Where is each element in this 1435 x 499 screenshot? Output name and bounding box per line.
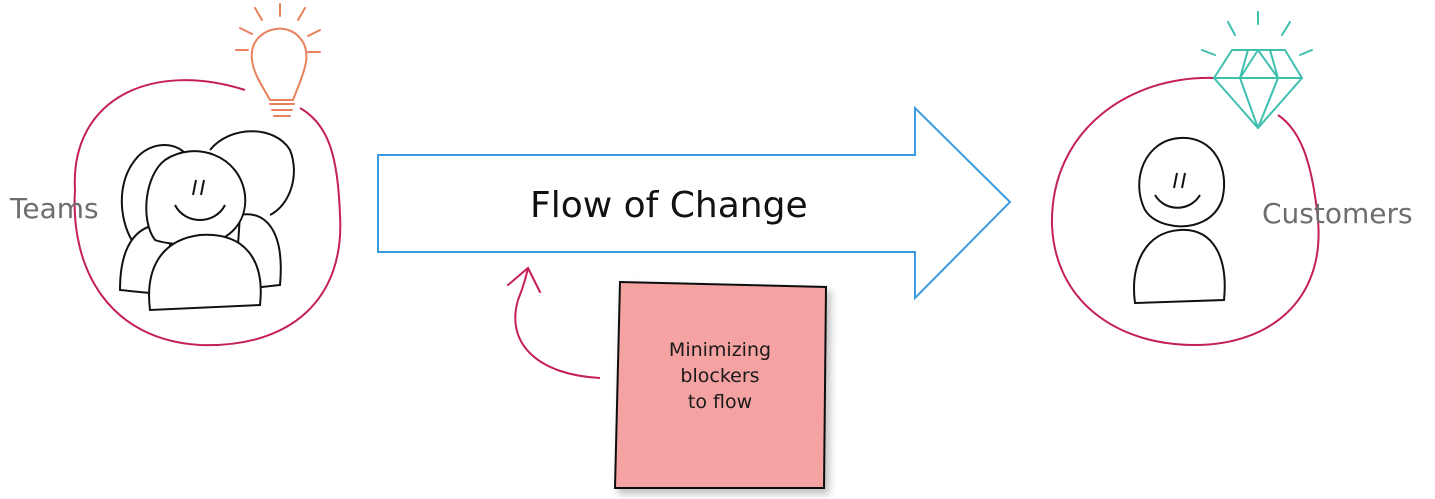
customers-circle <box>1050 76 1320 347</box>
note-pointer <box>514 267 601 379</box>
flow-arrow <box>377 105 1012 301</box>
note-line: to flow <box>687 391 753 413</box>
lightbulb-icon <box>235 3 321 117</box>
flow-label: Flow of Change <box>530 185 808 226</box>
teams-circle <box>73 79 342 347</box>
note-line: Minimizing <box>668 339 772 361</box>
diamond-icon <box>1201 11 1313 129</box>
note-line: blockers <box>680 365 760 387</box>
team-person-back-right <box>209 130 295 292</box>
customer-person <box>1133 136 1226 305</box>
teams-label: Teams <box>10 192 99 225</box>
note-pointer-head <box>507 266 541 293</box>
sticky-note <box>613 280 828 489</box>
team-person-front <box>145 150 262 312</box>
sticky-note-text: Minimizing blockers to flow <box>620 337 820 415</box>
customers-label: Customers <box>1262 197 1413 230</box>
